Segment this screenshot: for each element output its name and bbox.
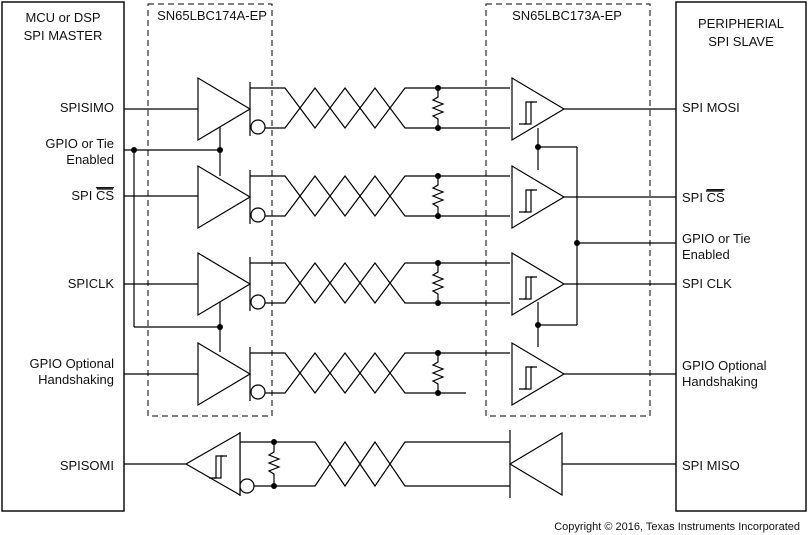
driver-triangle: [197, 341, 252, 407]
driver-triangle: [197, 251, 252, 317]
driver-ic-label: SN65LBC174A-EP: [157, 8, 267, 23]
pin-gpio-opt-line2: Handshaking: [38, 372, 114, 387]
slave-block: [675, 1, 807, 512]
schmitt-trigger-icon: [519, 366, 533, 390]
pin-slave-gpio-opt-line1: GPIO Optional: [682, 358, 767, 373]
driver-triangle: [197, 164, 252, 230]
channel-gpio-handshaking: [124, 341, 676, 407]
pin-gpio-tie-line2: Enabled: [66, 152, 114, 167]
inverting-bubble: [250, 207, 266, 223]
pin-slave-gpio-opt-line2: Handshaking: [682, 374, 758, 389]
pin-spi-clk: SPI CLK: [682, 276, 732, 291]
receiver-triangle: [511, 164, 566, 230]
schmitt-trigger-icon: [519, 101, 533, 125]
master-title-line2: SPI MASTER: [24, 28, 103, 43]
pin-gpio-tie-line1: GPIO or Tie: [45, 136, 114, 151]
inverting-bubble: [250, 384, 266, 400]
slave-title-line1: PERIPHERIAL: [698, 16, 784, 31]
copyright: Copyright © 2016, Texas Instruments Inco…: [554, 521, 800, 533]
inverting-bubble: [239, 478, 255, 494]
pin-spi-miso: SPI MISO: [682, 458, 740, 473]
pin-slave-gpio-tie-line2: Enabled: [682, 247, 730, 262]
receiver-enable-bus: [535, 128, 676, 347]
receiver-triangle: [511, 341, 566, 407]
receiver-ic-label: SN65LBC173A-EP: [512, 8, 622, 23]
channel-spiclk: [124, 251, 676, 317]
schmitt-trigger-icon: [519, 189, 533, 213]
channel-spi-cs: [124, 164, 676, 230]
pin-gpio-opt-line1: GPIO Optional: [29, 356, 114, 371]
slave-title-line2: SPI SLAVE: [708, 34, 774, 49]
driver-triangle: [197, 76, 252, 142]
pin-spisomi: SPISOMI: [60, 458, 114, 473]
inverting-bubble: [250, 294, 266, 310]
pin-slave-spi-cs: SPI CS: [682, 190, 725, 205]
driver-ic-outline: [147, 3, 273, 417]
pin-spisimo: SPISIMO: [60, 100, 114, 115]
driver-enable-bus: [124, 127, 223, 352]
return-receiver-triangle: [184, 431, 241, 497]
schmitt-trigger-icon: [519, 276, 533, 300]
receiver-ic-outline: [485, 3, 651, 417]
pin-spi-mosi: SPI MOSI: [682, 100, 740, 115]
channel-spisimo: [124, 76, 676, 142]
channel-spisomi: [124, 430, 676, 498]
pin-spi-cs: SPI CS: [71, 188, 114, 203]
return-driver-triangle: [508, 431, 563, 497]
master-title-line1: MCU or DSP: [25, 10, 100, 25]
inverting-bubble: [250, 119, 266, 135]
schmitt-trigger-icon: [209, 455, 223, 479]
pin-slave-gpio-tie-line1: GPIO or Tie: [682, 231, 751, 246]
pin-spiclk: SPICLK: [68, 276, 115, 291]
master-block: [1, 1, 125, 512]
